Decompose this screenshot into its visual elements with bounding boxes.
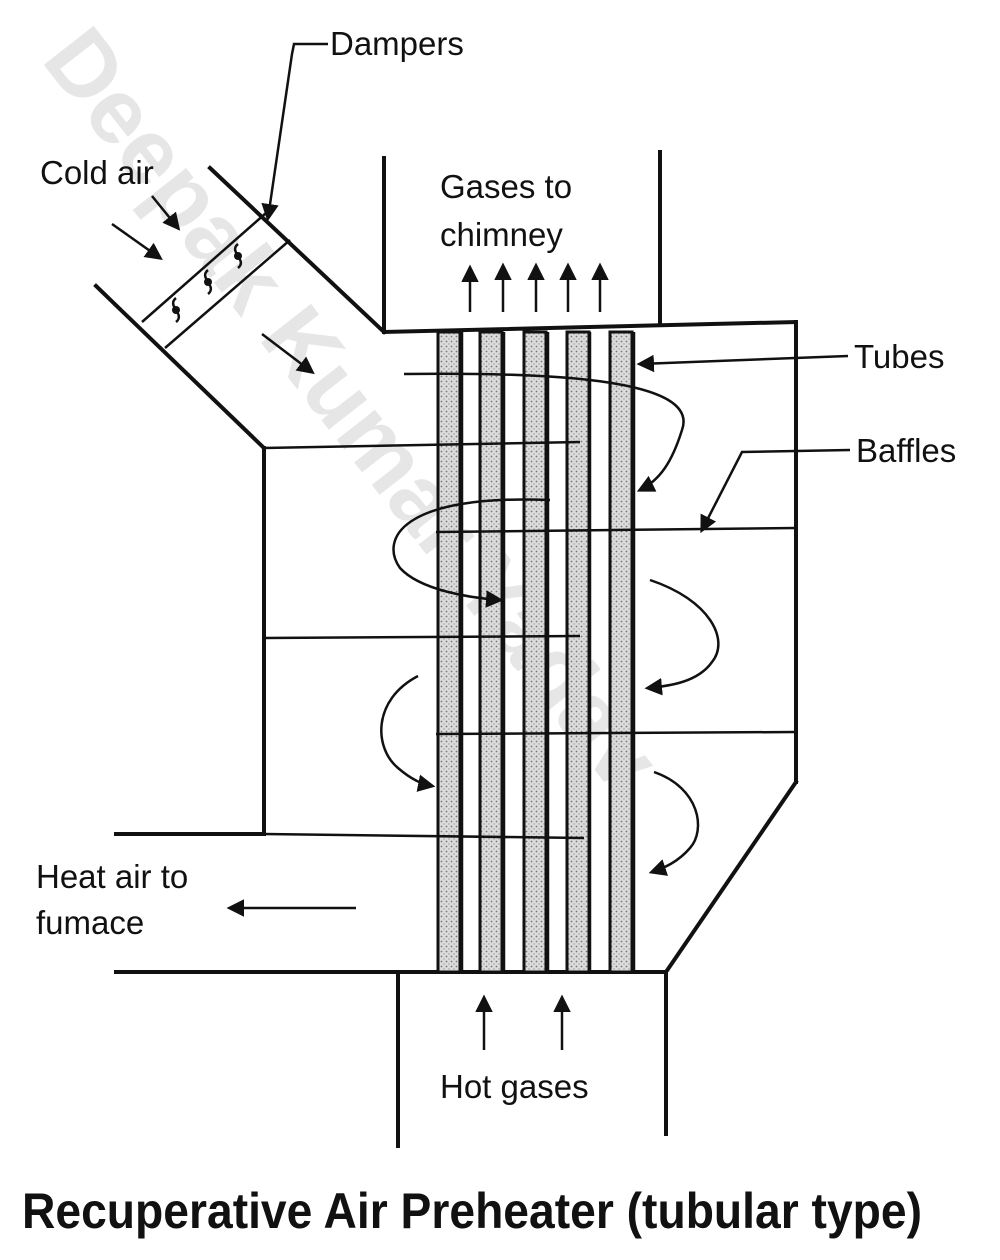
air-flow-arrow: [261, 333, 315, 375]
chimney-duct: [382, 150, 662, 334]
tube: [565, 330, 591, 974]
baffles-label: Baffles: [856, 432, 956, 469]
tube: [522, 330, 548, 974]
cold-air-label: Cold air: [40, 154, 154, 191]
cold-air-inlet-duct: [93, 165, 387, 451]
baffle: [263, 440, 581, 450]
tube: [478, 330, 504, 974]
cold-air-arrow: [111, 222, 163, 261]
dampers: [141, 212, 291, 349]
heat-air-label-line2: fumace: [36, 904, 144, 941]
hot-gas-inlet-duct: [396, 970, 668, 1148]
tube: [436, 330, 462, 974]
label-leaders: [261, 42, 851, 534]
baffle: [263, 832, 585, 840]
baffles: [263, 440, 797, 840]
air-flow-curves: [380, 372, 720, 876]
flow-arrows: [111, 195, 609, 1050]
heat-air-label: Heat air to: [36, 858, 188, 895]
baffle: [435, 526, 797, 534]
baffle: [263, 634, 581, 640]
diagram-title: Recuperative Air Preheater (tubular type…: [22, 1183, 922, 1239]
gases-to-chimney-label: Gases to: [440, 168, 572, 205]
hot-gases-label: Hot gases: [440, 1068, 589, 1105]
baffle: [435, 730, 797, 736]
tube: [608, 330, 634, 974]
dampers-label: Dampers: [330, 25, 464, 62]
tubes-label: Tubes: [854, 338, 945, 375]
cold-air-arrow: [151, 195, 181, 231]
tube-bank: [436, 330, 636, 974]
gases-to-chimney-label-line2: chimney: [440, 216, 563, 253]
